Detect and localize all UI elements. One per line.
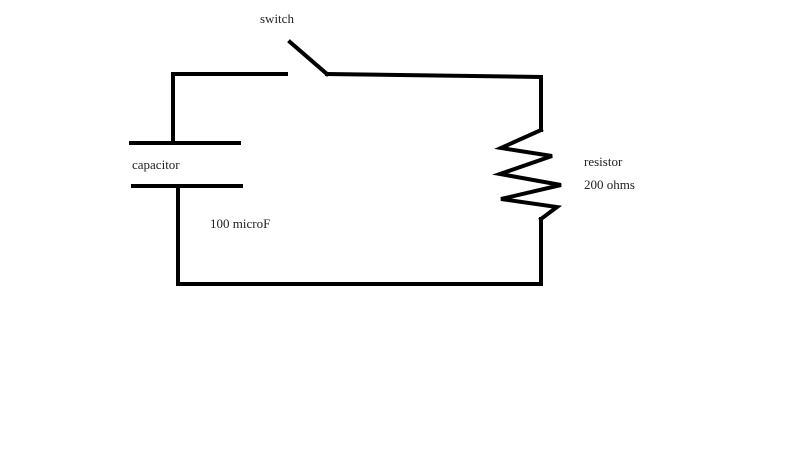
switch-blade: [287, 39, 330, 77]
switch-label: switch: [260, 11, 294, 26]
capacitance-label: 100 microF: [210, 216, 271, 231]
wire-top-left: [171, 72, 288, 145]
capacitor-label: capacitor: [132, 157, 180, 172]
wire-right-bottom: [176, 184, 543, 286]
resistance-label: 200 ohms: [584, 177, 635, 192]
resistor-label: resistor: [584, 154, 623, 169]
resistor-symbol: [492, 127, 563, 222]
wire-top-right: [324, 71, 543, 132]
